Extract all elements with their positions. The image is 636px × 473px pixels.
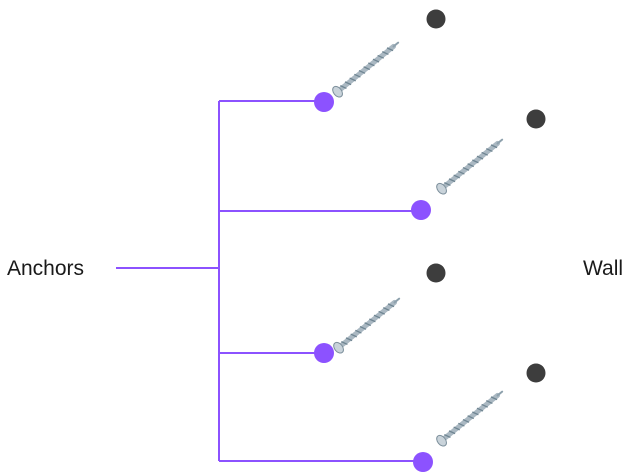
- screw-icon: [332, 294, 403, 355]
- wall-point: [526, 109, 546, 129]
- anchors-label: Anchors: [7, 257, 85, 280]
- wall-point: [426, 263, 446, 283]
- screw-icon: [435, 387, 506, 448]
- anchor-dot: [314, 92, 334, 112]
- screw-icon: [435, 135, 506, 196]
- anchors-bracket: [116, 100, 421, 462]
- screw-icon: [331, 38, 402, 99]
- wall-point: [526, 363, 546, 383]
- anchor-dot: [411, 200, 431, 220]
- anchor-dot: [314, 343, 334, 363]
- wall-point: [426, 9, 446, 29]
- anchor-dot: [413, 452, 433, 472]
- wall-label: Wall: [583, 257, 624, 280]
